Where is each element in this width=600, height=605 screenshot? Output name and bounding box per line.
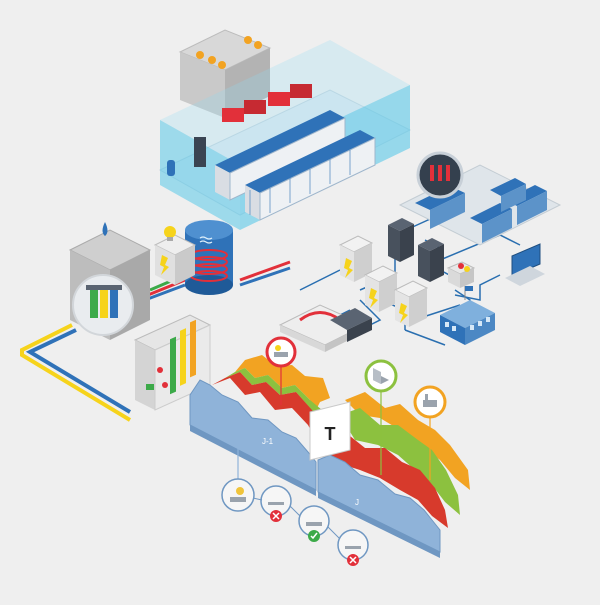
control-console <box>278 304 372 352</box>
heat-exchanger-panel <box>133 314 212 411</box>
timeline-chart: T J-1 J <box>189 336 470 558</box>
chart-label-current-day: J <box>355 498 359 507</box>
chart-series-red-prev <box>212 372 322 440</box>
chart-label-previous-day: J-1 <box>262 437 274 446</box>
chart-series-green-cur <box>340 408 460 515</box>
chart-series-orange-prev <box>235 355 330 412</box>
water-drop-icon <box>102 222 108 236</box>
chart-series-blue-prev <box>189 379 317 491</box>
status-check-item <box>337 529 369 566</box>
chart-series-green-prev <box>225 368 322 420</box>
small-devices <box>446 243 545 288</box>
info-badge-icon <box>167 160 175 176</box>
heating-plant <box>20 220 291 422</box>
building-door <box>194 137 206 167</box>
status-check-item <box>260 485 292 522</box>
office-building <box>440 286 495 345</box>
glass-wall-left <box>160 120 240 230</box>
lightbulb-icon <box>164 226 176 238</box>
timeline-marker-label: T <box>325 424 336 444</box>
cooling-units <box>222 84 312 122</box>
chart-series-red-cur <box>320 432 448 528</box>
status-check-item <box>298 505 330 542</box>
server-racks <box>215 110 376 221</box>
chart-pins <box>265 336 447 480</box>
status-checks <box>221 478 369 566</box>
roof-chillers <box>178 29 272 118</box>
power-cabinets <box>338 218 444 327</box>
heat-pump <box>153 226 197 285</box>
timeline-marker: T <box>309 401 351 461</box>
server-room-secondary <box>398 151 562 246</box>
datacenter-building <box>158 29 412 230</box>
chart-series-orange-cur <box>345 392 470 490</box>
status-check-item <box>221 478 255 512</box>
